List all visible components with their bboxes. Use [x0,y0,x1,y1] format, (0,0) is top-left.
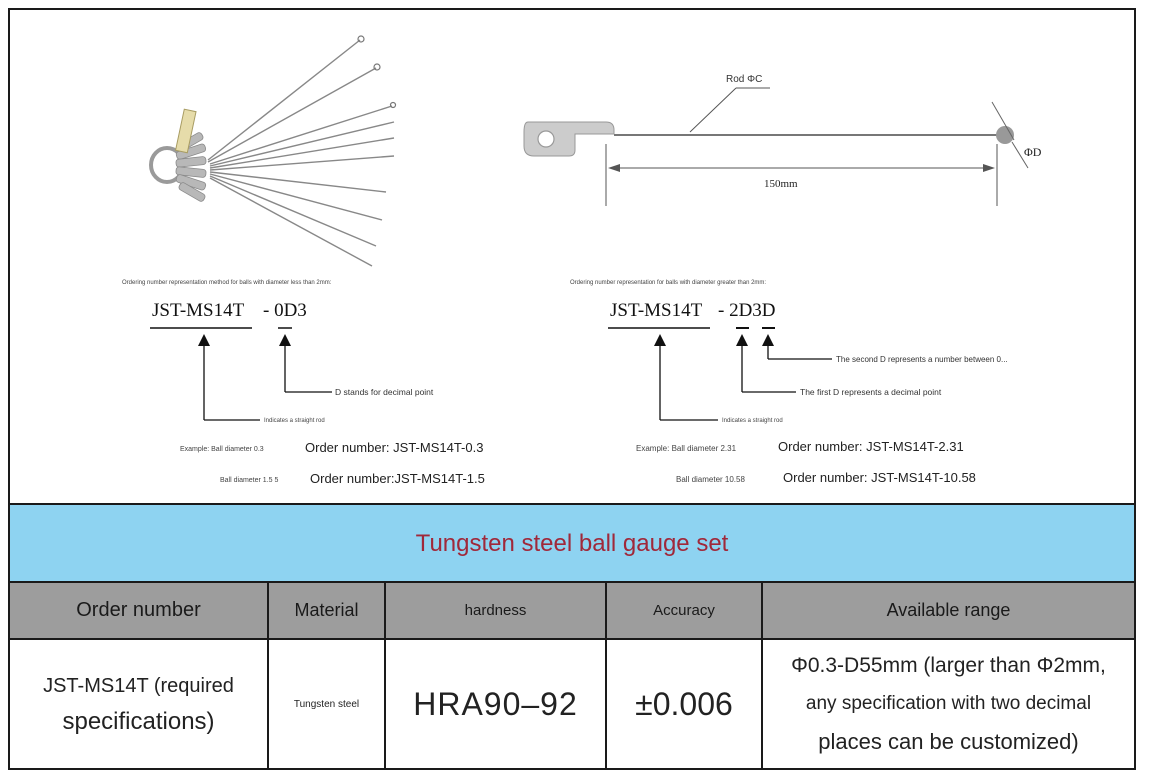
cell-order-number: JST-MS14T (required specifications) [10,638,269,768]
length-label: 150mm [764,178,798,190]
order-line-2: specifications) [62,708,215,735]
right-note-second-d: The second D represents a number between… [836,355,1008,364]
spec-table: Order number Material hardness Accuracy … [10,581,1134,768]
ball-diameter-label: ΦD [1024,145,1042,159]
cell-material: Tungsten steel [267,638,386,768]
diagram-canvas: Ordering number representation method fo… [122,35,1042,486]
title-banner: Tungsten steel ball gauge set [10,503,1134,582]
right-code-suffix: - 2D3D [718,300,776,321]
rod-label: Rod ΦC [726,74,762,85]
gauge-set-illustration [149,35,397,267]
left-example2-order: Order number:JST-MS14T-1.5 [310,471,485,486]
header-order-number: Order number [10,581,269,640]
right-example1-label: Example: Ball diameter 2.31 [636,444,737,453]
header-material: Material [267,581,386,640]
left-rod-arrow [198,334,210,346]
left-code-suffix: - 0D3 [263,300,307,321]
table-header-row: Order number Material hardness Accuracy … [10,581,1134,640]
table-row: JST-MS14T (required specifications) Tung… [10,638,1134,768]
left-note-decimal: D stands for decimal point [335,387,434,397]
right-second-d-arrow [762,334,774,346]
left-code-main: JST-MS14T [152,300,245,321]
left-example1-label: Example: Ball diameter 0.3 [180,446,264,453]
range-line-2: any specification with two decimal [805,693,1092,714]
rod-drawing [523,87,1029,206]
left-decimal-arrow [279,334,291,346]
left-example1-order: Order number: JST-MS14T-0.3 [305,440,483,455]
right-example1-order: Order number: JST-MS14T-2.31 [778,439,964,454]
left-caption: Ordering number representation method fo… [122,280,332,286]
header-range: Available range [761,581,1134,640]
cell-range: Φ0.3-D55mm (larger than Φ2mm, any specif… [761,638,1134,768]
header-hardness: hardness [384,581,607,640]
cell-hardness: HRA90–92 [384,638,607,768]
spec-sheet: Ordering number representation method fo… [8,8,1136,770]
left-note-rod: Indicates a straight rod [264,418,325,424]
cell-accuracy: ±0.006 [605,638,763,768]
right-code-main: JST-MS14T [610,300,703,321]
range-line-1: Φ0.3-D55mm (larger than Φ2mm, [791,654,1106,677]
header-accuracy: Accuracy [605,581,763,640]
right-note-rod: Indicates a straight rod [722,418,783,424]
right-first-d-arrow [736,334,748,346]
right-note-first-d: The first D represents a decimal point [800,387,942,397]
left-example2-label: Ball diameter 1.5 5 [220,477,278,484]
banner-title: Tungsten steel ball gauge set [415,529,729,557]
right-caption: Ordering number representation for balls… [570,280,766,286]
right-rod-arrow [654,334,666,346]
range-line-3: places can be customized) [818,729,1079,754]
diagram-area: Ordering number representation method fo… [10,10,1134,502]
right-example2-label: Ball diameter 10.58 [676,475,745,484]
right-example2-order: Order number: JST-MS14T-10.58 [783,470,976,485]
order-line-1: JST-MS14T (required [43,675,234,697]
